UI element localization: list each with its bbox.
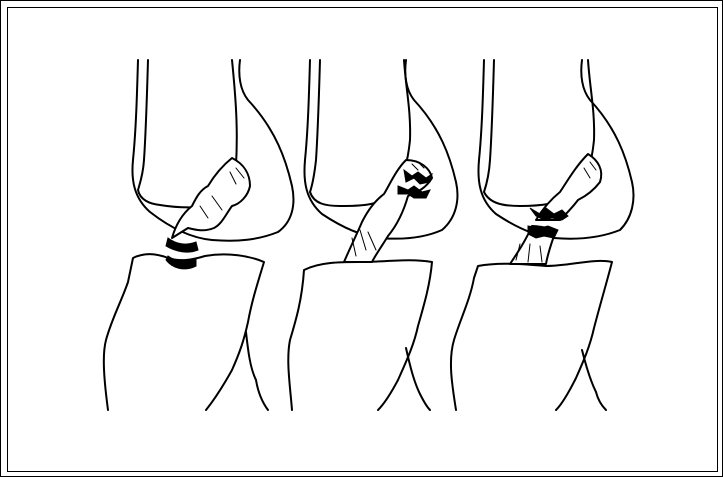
heel-bone-crack-2 [406, 348, 430, 410]
rupture-upper-3 [530, 208, 568, 220]
heel-avulsion-gap-1 [166, 256, 196, 269]
heel-bone-3 [451, 261, 612, 410]
panel-3 [451, 60, 634, 410]
panel-1 [104, 60, 294, 410]
heel-bone-1 [104, 254, 264, 410]
panel-2 [288, 60, 457, 410]
heel-bone-crack-3 [582, 350, 606, 410]
heel-bone-crack-1 [246, 332, 268, 410]
heel-bone-2 [288, 260, 432, 410]
rupture-lower-3 [528, 226, 558, 238]
tendon-1 [172, 158, 250, 238]
bone-fragment-1 [166, 238, 198, 252]
